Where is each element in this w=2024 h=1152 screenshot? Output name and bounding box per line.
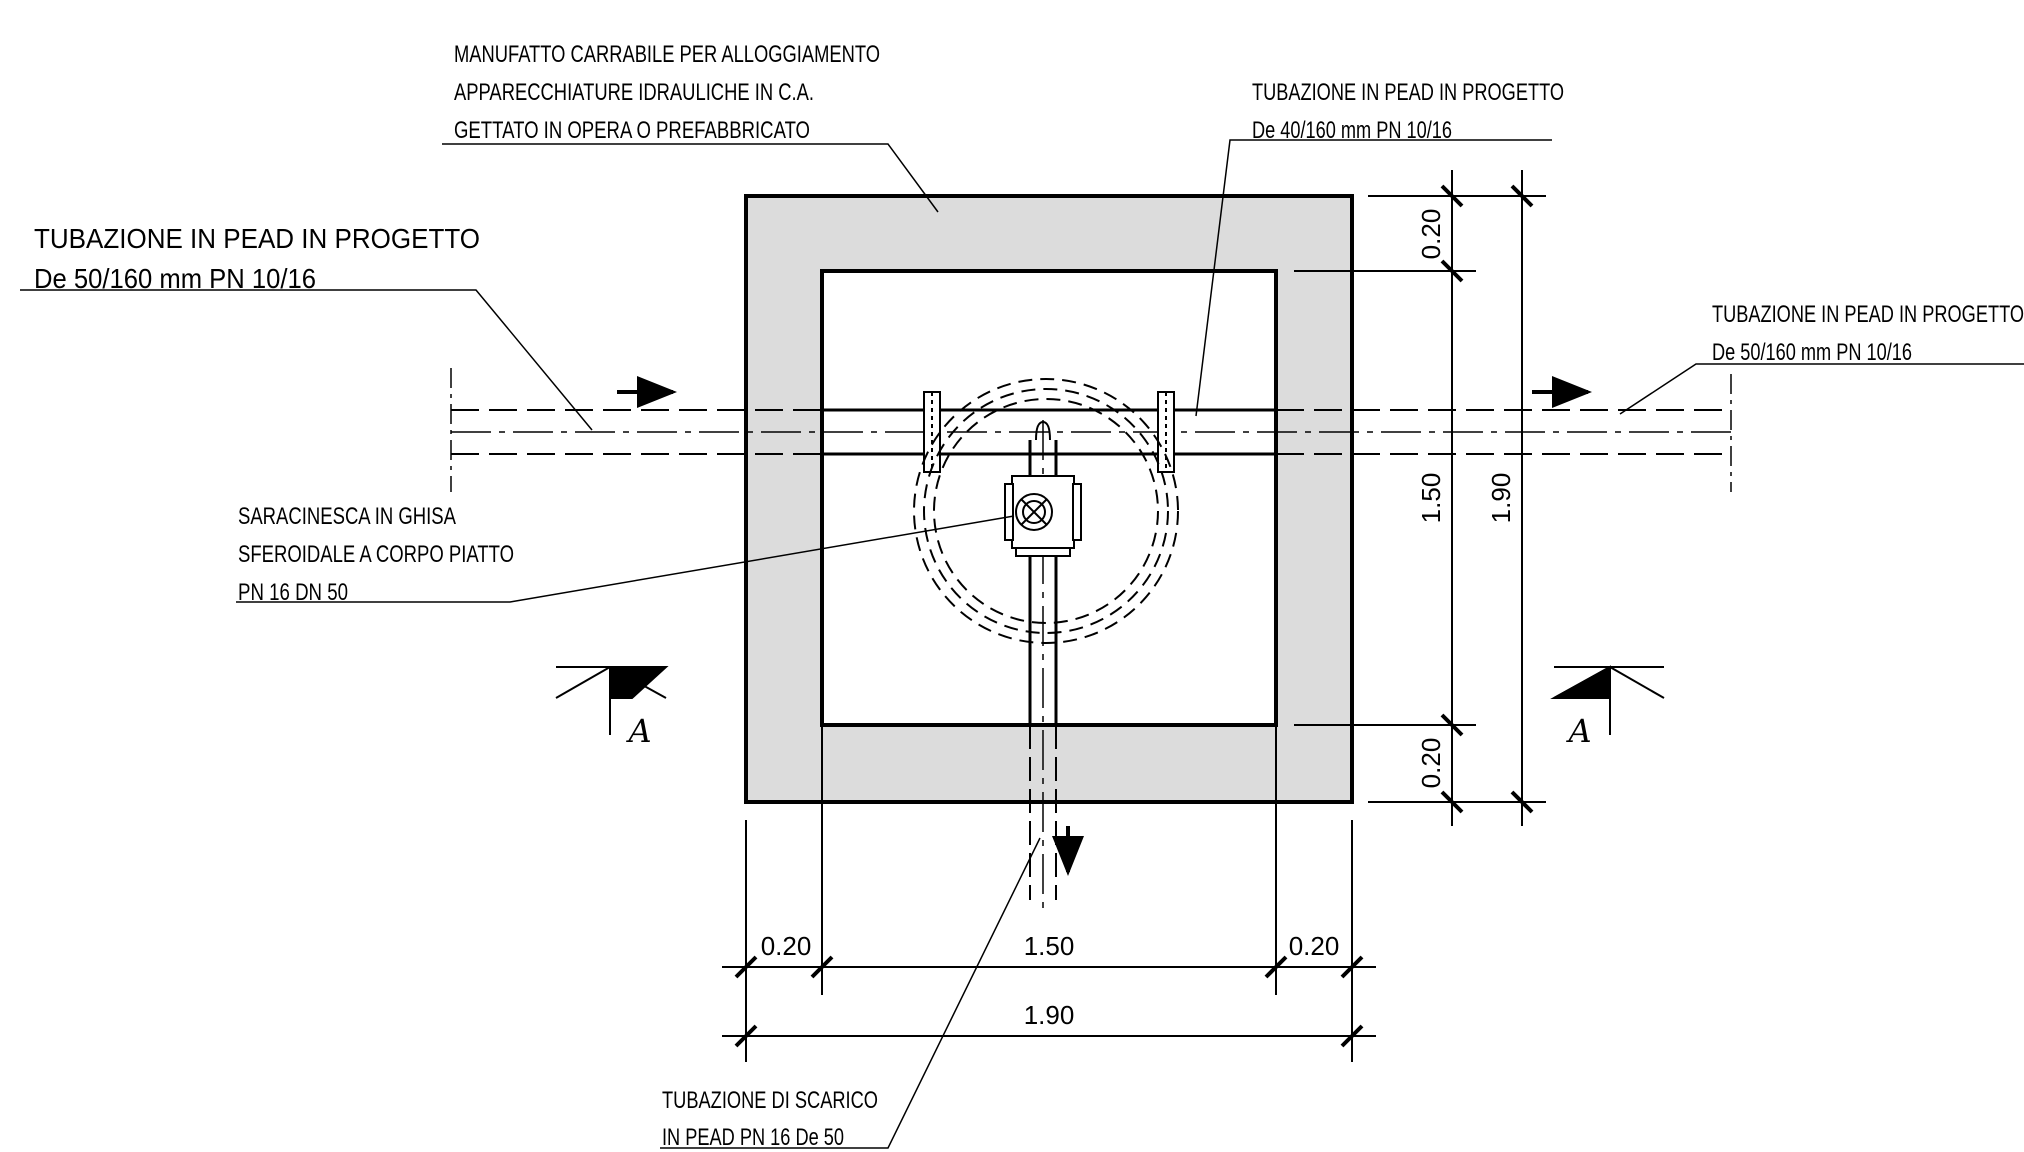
dimensions-right bbox=[1294, 170, 1546, 826]
chamber-structure bbox=[744, 194, 1354, 804]
svg-text:De 50/160 mm PN 10/16: De 50/160 mm PN 10/16 bbox=[1712, 339, 1912, 366]
main-pipeline bbox=[450, 368, 1732, 492]
svg-text:TUBAZIONE IN PEAD IN PROGETTO: TUBAZIONE IN PEAD IN PROGETTO bbox=[1252, 79, 1564, 106]
svg-text:TUBAZIONE IN PEAD IN PROGETTO: TUBAZIONE IN PEAD IN PROGETTO bbox=[1712, 301, 2024, 328]
dim-bottom-inner: 1.50 bbox=[1024, 931, 1075, 961]
svg-text:GETTATO IN OPERA O PREFABBRICA: GETTATO IN OPERA O PREFABBRICATO bbox=[454, 117, 810, 144]
dim-right-top-wall: 0.20 bbox=[1416, 209, 1446, 260]
dim-bottom-total: 1.90 bbox=[1024, 1000, 1075, 1030]
manhole-outline bbox=[913, 378, 1179, 644]
svg-text:IN PEAD PN 16 De 50: IN PEAD PN 16 De 50 bbox=[662, 1124, 844, 1151]
svg-text:SARACINESCA IN GHISA: SARACINESCA IN GHISA bbox=[238, 503, 456, 530]
dim-right-inner: 1.50 bbox=[1416, 473, 1446, 524]
svg-text:MANUFATTO CARRABILE PER ALLOGG: MANUFATTO CARRABILE PER ALLOGGIAMENTO bbox=[454, 41, 880, 68]
flange-left bbox=[923, 391, 941, 473]
label-structure: MANUFATTO CARRABILE PER ALLOGGIAMENTO AP… bbox=[442, 41, 939, 213]
svg-text:De 50/160 mm PN 10/16: De 50/160 mm PN 10/16 bbox=[34, 263, 316, 294]
svg-text:TUBAZIONE DI SCARICO: TUBAZIONE DI SCARICO bbox=[662, 1087, 878, 1114]
label-outlet-pipe: TUBAZIONE IN PEAD IN PROGETTO De 50/160 … bbox=[1619, 301, 2024, 415]
dim-right-bottom-wall: 0.20 bbox=[1416, 738, 1446, 789]
dim-bottom-left-wall: 0.20 bbox=[761, 931, 812, 961]
svg-text:TUBAZIONE IN PEAD IN PROGETTO: TUBAZIONE IN PEAD IN PROGETTO bbox=[34, 223, 480, 254]
label-inlet-pipe: TUBAZIONE IN PEAD IN PROGETTO De 50/160 … bbox=[20, 223, 593, 431]
dimensions-bottom bbox=[722, 725, 1376, 1062]
dim-bottom-right-wall: 0.20 bbox=[1289, 931, 1340, 961]
svg-text:APPARECCHIATURE IDRAULICHE IN: APPARECCHIATURE IDRAULICHE IN C.A. bbox=[454, 79, 814, 106]
section-mark-left bbox=[555, 666, 669, 735]
section-label-left: A bbox=[625, 712, 651, 750]
section-label-right: A bbox=[1565, 712, 1591, 750]
dim-right-total: 1.90 bbox=[1486, 473, 1516, 524]
section-mark-right bbox=[1550, 665, 1665, 735]
svg-text:SFEROIDALE A CORPO PIATTO: SFEROIDALE A CORPO PIATTO bbox=[238, 541, 514, 568]
gate-valve-symbol bbox=[1004, 475, 1082, 557]
label-inner-pipe: TUBAZIONE IN PEAD IN PROGETTO De 40/160 … bbox=[1195, 79, 1564, 417]
label-valve: SARACINESCA IN GHISA SFEROIDALE A CORPO … bbox=[236, 503, 1015, 606]
label-drain-pipe: TUBAZIONE DI SCARICO IN PEAD PN 16 De 50 bbox=[660, 837, 1041, 1151]
flange-right bbox=[1157, 391, 1175, 473]
